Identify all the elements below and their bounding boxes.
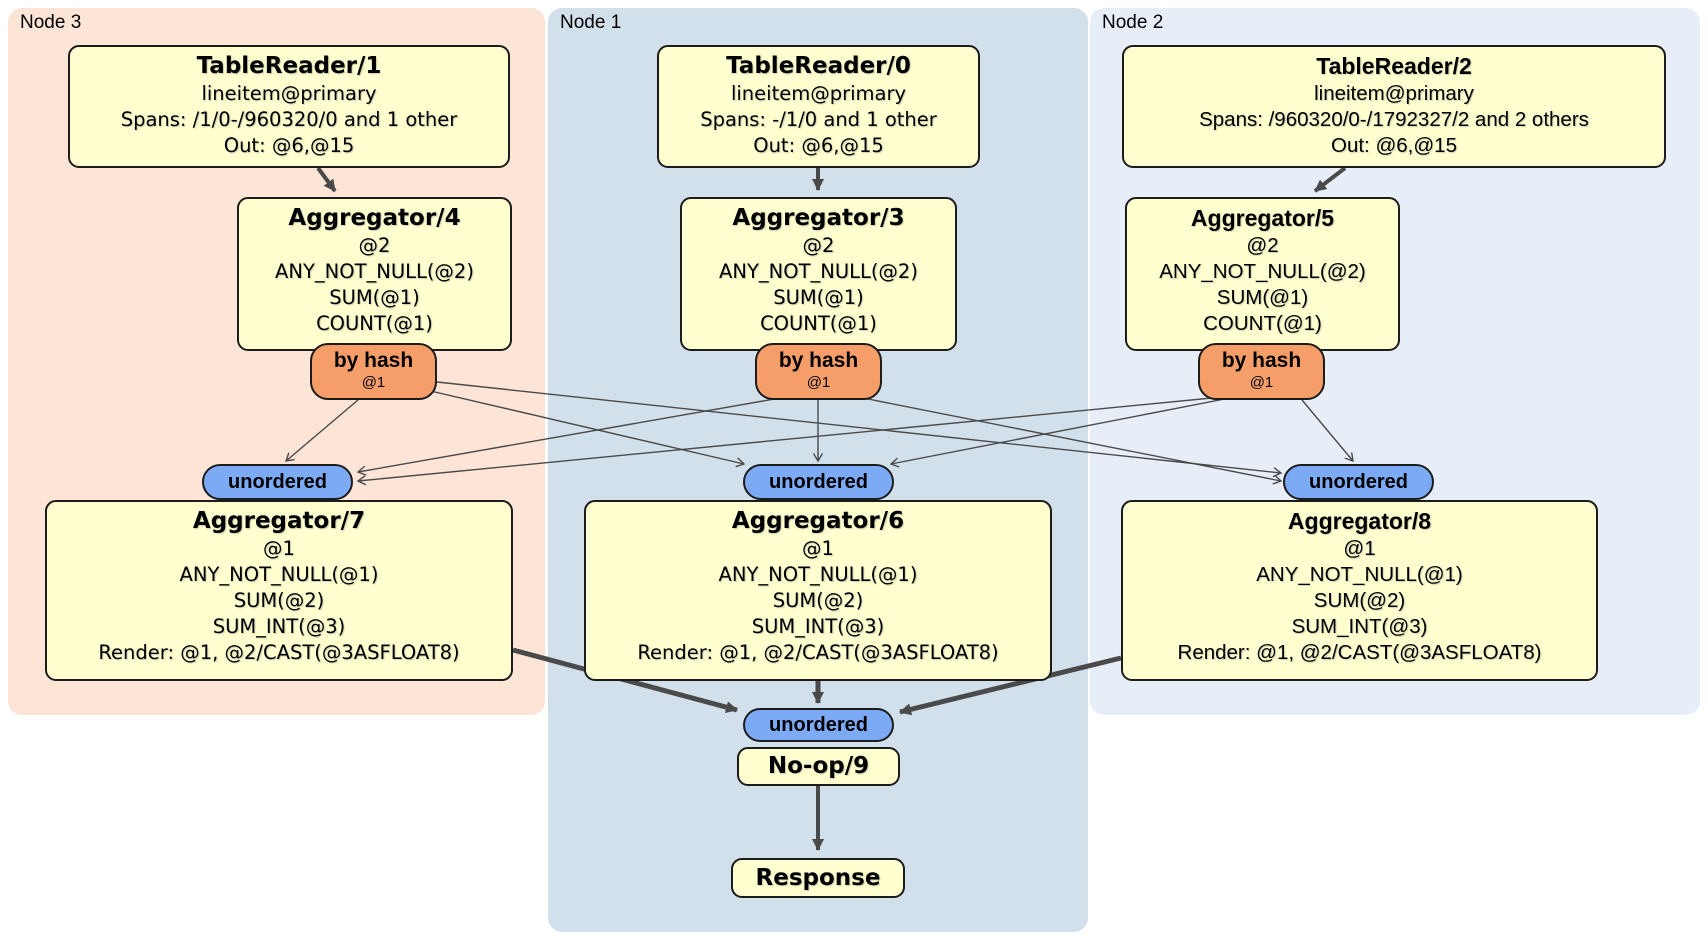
edge-byhash4-sync8 xyxy=(436,381,1281,473)
processor-line: ANY_NOT_NULL(@1) xyxy=(1256,563,1463,586)
sync-unordered-agg7: unordered xyxy=(202,464,353,500)
processor-line: SUM(@2) xyxy=(1313,589,1406,612)
processor-line: ANY_NOT_NULL(@2) xyxy=(1159,260,1366,283)
processor-line: ANY_NOT_NULL(@2) xyxy=(275,260,474,283)
processor-title: TableReader/0 xyxy=(726,53,911,79)
router-by-hash-agg5: by hash @1 xyxy=(1198,343,1325,400)
sync-unordered-agg6: unordered xyxy=(743,464,894,500)
sync-unordered-agg8: unordered xyxy=(1283,464,1434,500)
processor-aggregator-6: Aggregator/6 @1 ANY_NOT_NULL(@1) SUM(@2)… xyxy=(584,500,1052,681)
processor-line: @2 xyxy=(802,234,835,257)
processor-line: Spans: /960320/0-/1792327/2 and 2 others xyxy=(1199,108,1589,131)
processor-line: Spans: -/1/0 and 1 other xyxy=(700,108,937,131)
processor-line: ANY_NOT_NULL(@2) xyxy=(719,260,918,283)
processor-line: @2 xyxy=(1246,234,1279,257)
processor-line: Render: @1, @2/CAST(@3ASFLOAT8) xyxy=(1177,641,1542,664)
router-label: by hash xyxy=(1221,349,1302,372)
processor-tablereader-0: TableReader/0 lineitem@primary Spans: -/… xyxy=(657,45,980,168)
router-by-hash-agg4: by hash @1 xyxy=(310,343,437,400)
processor-title: Aggregator/6 xyxy=(731,508,905,534)
processor-line: Spans: /1/0-/960320/0 and 1 other xyxy=(120,108,458,131)
edge-byhash5-sync6 xyxy=(891,395,1241,464)
processor-tablereader-2: TableReader/2 lineitem@primary Spans: /9… xyxy=(1122,45,1666,168)
processor-aggregator-3: Aggregator/3 @2 ANY_NOT_NULL(@2) SUM(@1)… xyxy=(680,197,957,351)
router-label: by hash xyxy=(778,349,859,372)
processor-line: SUM(@1) xyxy=(1216,286,1309,309)
processor-line: COUNT(@1) xyxy=(1203,312,1322,335)
router-by-hash-agg3: by hash @1 xyxy=(755,343,882,400)
processor-line: @1 xyxy=(1343,537,1376,560)
processor-tablereader-1: TableReader/1 lineitem@primary Spans: /1… xyxy=(68,45,510,168)
processor-line: Out: @6,@15 xyxy=(223,134,355,157)
processor-line: SUM_INT(@3) xyxy=(1291,615,1428,638)
sync-unordered-noop: unordered xyxy=(743,708,894,742)
edge-byhash3-sync8 xyxy=(857,396,1281,481)
processor-title: Aggregator/4 xyxy=(288,205,461,231)
edge-byhash5-sync8 xyxy=(1301,399,1353,461)
processor-line: SUM(@2) xyxy=(772,589,864,612)
edge-agg8-sync9 xyxy=(899,655,1122,716)
edge-byhash4-sync6 xyxy=(421,388,744,464)
edge-byhash4-sync7 xyxy=(286,399,359,461)
processor-line: lineitem@primary xyxy=(201,82,377,105)
router-sub-label: @1 xyxy=(361,374,386,391)
processor-line: Render: @1, @2/CAST(@3ASFLOAT8) xyxy=(637,641,999,664)
node1-label: Node 1 xyxy=(560,12,622,33)
processor-title: No-op/9 xyxy=(767,753,870,779)
processor-title: Aggregator/3 xyxy=(732,205,905,231)
response-box: Response xyxy=(731,858,905,898)
router-sub-label: @1 xyxy=(1249,374,1274,391)
edge-byhash3-sync7 xyxy=(358,397,781,472)
response-title: Response xyxy=(755,864,881,891)
processor-title: TableReader/1 xyxy=(196,53,382,79)
processor-line: @1 xyxy=(802,537,834,560)
router-sub-label: @1 xyxy=(806,374,831,391)
processor-title: Aggregator/7 xyxy=(192,508,366,534)
processor-title: TableReader/2 xyxy=(1316,53,1472,79)
processor-line: SUM_INT(@3) xyxy=(212,615,346,638)
router-sync-edges xyxy=(286,381,1353,481)
edge-byhash5-sync7 xyxy=(358,396,1223,481)
edge-tr2-agg5 xyxy=(1313,166,1347,193)
processor-aggregator-4: Aggregator/4 @2 ANY_NOT_NULL(@2) SUM(@1)… xyxy=(237,197,512,351)
processor-line: SUM(@1) xyxy=(329,286,420,309)
processor-line: COUNT(@1) xyxy=(760,312,877,335)
processor-aggregator-8: Aggregator/8 @1 ANY_NOT_NULL(@1) SUM(@2)… xyxy=(1121,500,1598,681)
processor-line: lineitem@primary xyxy=(730,82,907,105)
node3-label: Node 3 xyxy=(20,12,82,33)
edge-tr1-agg4 xyxy=(316,166,337,193)
processor-noop-9: No-op/9 xyxy=(737,747,900,786)
processor-line: ANY_NOT_NULL(@1) xyxy=(179,563,379,586)
processor-line: Out: @6,@15 xyxy=(1331,134,1457,157)
processor-title: Aggregator/8 xyxy=(1287,508,1432,534)
processor-aggregator-7: Aggregator/7 @1 ANY_NOT_NULL(@1) SUM(@2)… xyxy=(45,500,513,681)
processor-aggregator-5: Aggregator/5 @2 ANY_NOT_NULL(@2) SUM(@1)… xyxy=(1125,197,1400,351)
processor-line: ANY_NOT_NULL(@1) xyxy=(718,563,918,586)
processor-line: SUM(@2) xyxy=(233,589,325,612)
processor-line: @1 xyxy=(263,537,295,560)
processor-line: COUNT(@1) xyxy=(316,312,433,335)
processor-title: Aggregator/5 xyxy=(1190,205,1335,231)
processor-line: Out: @6,@15 xyxy=(753,134,884,157)
processor-line: Render: @1, @2/CAST(@3ASFLOAT8) xyxy=(98,641,460,664)
processor-line: SUM_INT(@3) xyxy=(751,615,885,638)
node2-label: Node 2 xyxy=(1102,12,1164,33)
processor-line: SUM(@1) xyxy=(773,286,864,309)
router-label: by hash xyxy=(333,349,414,372)
processor-line: @2 xyxy=(358,234,391,257)
processor-line: lineitem@primary xyxy=(1314,82,1474,105)
